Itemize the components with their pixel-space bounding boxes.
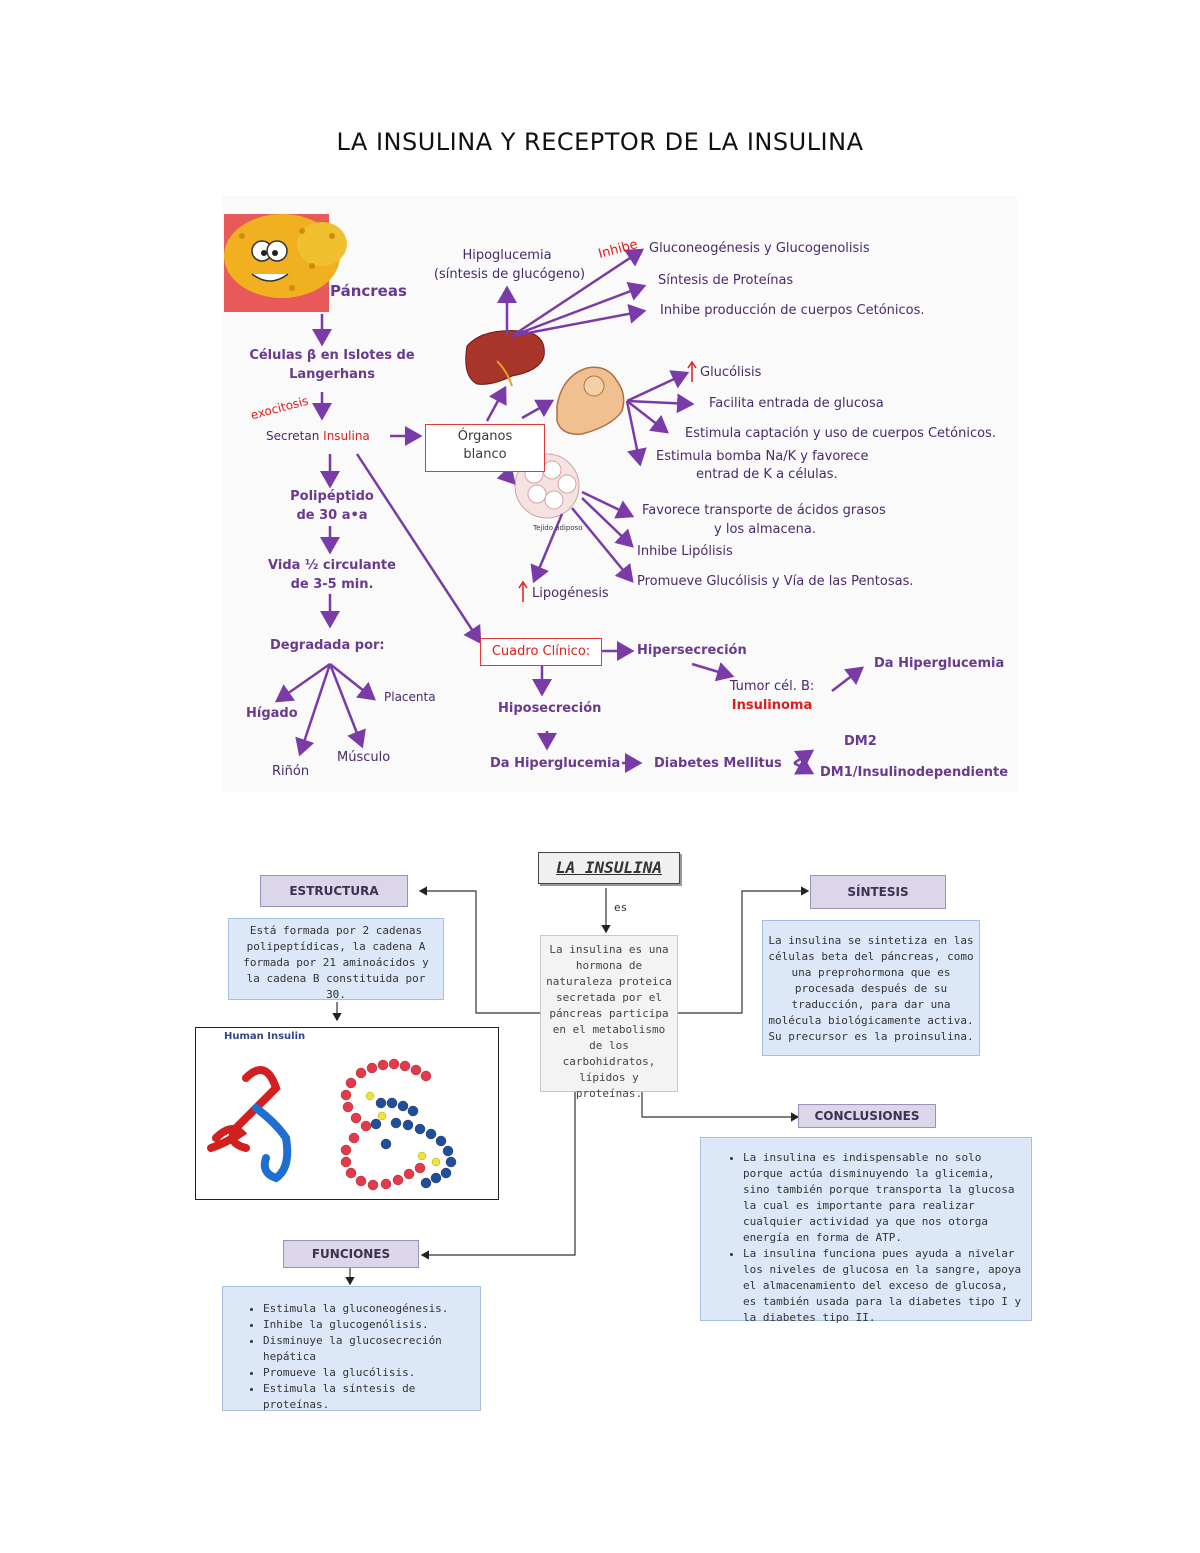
estructura-header: ESTRUCTURA (260, 875, 408, 907)
sintesis-text-2: Su precursor es la proinsulina. (768, 1030, 974, 1043)
center-definition-text: La insulina es una hormona de naturaleza… (546, 943, 672, 1100)
conclusiones-list: La insulina es indispensable no solo por… (721, 1150, 1025, 1326)
funcion-item: Promueve la glucólisis. (263, 1365, 476, 1381)
increase-arrows (518, 360, 697, 602)
hipoglucemia-label-1: Hipoglucemia (462, 248, 552, 263)
diabetes-label: Diabetes Mellitus (654, 756, 782, 771)
tumor-label-2: Insulinoma (731, 698, 813, 713)
estructura-text: Está formada por 2 cadenas polipeptídica… (243, 924, 429, 1001)
lipogenesis-label: Lipogénesis (532, 586, 609, 601)
adipose-effect-3: Promueve Glucólisis y Vía de las Pentosa… (637, 574, 914, 589)
polipeptido-label-1: Polipéptido (290, 489, 374, 504)
celulas-label-1: Células β en Islotes de (249, 348, 415, 363)
vida-label-1: Vida ½ circulante (268, 558, 396, 573)
insulin-concept-map: Páncreas Células β en Islotes de Langerh… (222, 196, 1017, 792)
liver-illustration (465, 330, 545, 387)
la-insulina-title: LA INSULINA (538, 852, 680, 884)
map1-arrows (224, 214, 864, 775)
insulin-structure-drawing (207, 1058, 457, 1191)
adipose-effect-1a: Favorece transporte de ácidos grasos (642, 503, 886, 518)
funciones-header: FUNCIONES (283, 1240, 419, 1268)
organos-blanco-box: Órganos blanco (425, 424, 545, 472)
conclusion-item: La insulina es indispensable no solo por… (743, 1150, 1025, 1246)
sintesis-text-1: La insulina se sintetiza en las células … (768, 934, 974, 1027)
hipoglucemia-label-2: (síntesis de glucógeno) (433, 267, 586, 282)
hipersecrecion-label: Hipersecreción (637, 643, 747, 658)
page-title: LA INSULINA Y RECEPTOR DE LA INSULINA (336, 128, 864, 156)
pancreas-label: Páncreas (330, 282, 407, 300)
conclusiones-header: CONCLUSIONES (798, 1104, 936, 1128)
liver-effect-3: Inhibe producción de cuerpos Cetónicos. (660, 303, 925, 318)
liver-effect-1: Gluconeogénesis y Glucogenolisis (649, 241, 870, 256)
funcion-item: Disminuye la glucosecreción hepática (263, 1333, 476, 1365)
adipose-effect-2: Inhibe Lipólisis (637, 544, 733, 559)
funcion-item: Estimula la gluconeogénesis. (263, 1301, 476, 1317)
dm2-label: DM2 (844, 734, 877, 749)
human-insulin-label: Human Insulin (224, 1031, 306, 1042)
muscle-illustration (556, 366, 625, 435)
musculo-label: Músculo (337, 750, 391, 765)
dm1-label: DM1/Insulinodependiente (820, 765, 1009, 780)
muscle-effect-3: Estimula captación y uso de cuerpos Cetó… (685, 426, 996, 441)
da-hiperglucemia-label-2: Da Hiperglucemia (490, 756, 621, 771)
estructura-box: Está formada por 2 cadenas polipeptídica… (228, 918, 444, 1001)
hiposecrecion-label: Hiposecreción (498, 701, 602, 716)
sintesis-header: SÍNTESIS (810, 875, 946, 909)
degradada-label: Degradada por: (270, 638, 385, 653)
cuadro-clinico-box: Cuadro Clínico: (480, 638, 602, 666)
adipose-effect-1b: y los almacena. (714, 522, 816, 537)
secretan-insulina-label: Secretan Insulina (266, 429, 370, 443)
organos-label-1: Órganos (457, 429, 513, 444)
conclusiones-box: La insulina es indispensable no solo por… (700, 1137, 1032, 1324)
liver-effect-2: Síntesis de Proteínas (658, 273, 794, 288)
cuadro-clinico-label: Cuadro Clínico: (491, 644, 591, 659)
insulina-text: Insulina (323, 429, 370, 443)
organos-label-2: blanco (463, 447, 507, 462)
celulas-label-2: Langerhans (289, 367, 375, 382)
rinon-label: Riñón (272, 764, 310, 779)
tumor-label-1: Tumor cél. B: (729, 679, 815, 694)
conclusion-item: La insulina funciona pues ayuda a nivela… (743, 1246, 1025, 1326)
tejido-adiposo-label: Tejido adiposo (533, 524, 583, 532)
pancreas-illustration (224, 214, 347, 312)
higado-label: Hígado (246, 706, 298, 721)
secretan-text: Secretan (266, 429, 320, 443)
funcion-item: Inhibe la glucogenólisis. (263, 1317, 476, 1333)
muscle-effect-1: Glucólisis (700, 365, 762, 380)
vida-label-2: de 3-5 min. (290, 577, 374, 592)
polipeptido-label-2: de 30 a•a (296, 508, 368, 523)
muscle-effect-2: Facilita entrada de glucosa (709, 396, 884, 411)
center-definition-box: La insulina es una hormona de naturaleza… (540, 935, 678, 1100)
muscle-effect-4a: Estimula bomba Na/K y favorece (656, 449, 869, 464)
da-hiperglucemia-label-1: Da Hiperglucemia (874, 656, 1005, 671)
funciones-box: Estimula la gluconeogénesis. Inhibe la g… (222, 1286, 481, 1411)
human-insulin-image: Human Insulin (195, 1027, 499, 1200)
muscle-effect-4b: entrad de K a células. (696, 467, 838, 482)
placenta-label: Placenta (384, 690, 436, 704)
es-label: es (614, 901, 628, 914)
funciones-list: Estimula la gluconeogénesis. Inhibe la g… (241, 1301, 476, 1413)
flow-arrows (274, 248, 864, 775)
sintesis-box: La insulina se sintetiza en las células … (762, 920, 980, 1056)
funcion-item: Estimula la síntesis de proteínas. (263, 1381, 476, 1413)
